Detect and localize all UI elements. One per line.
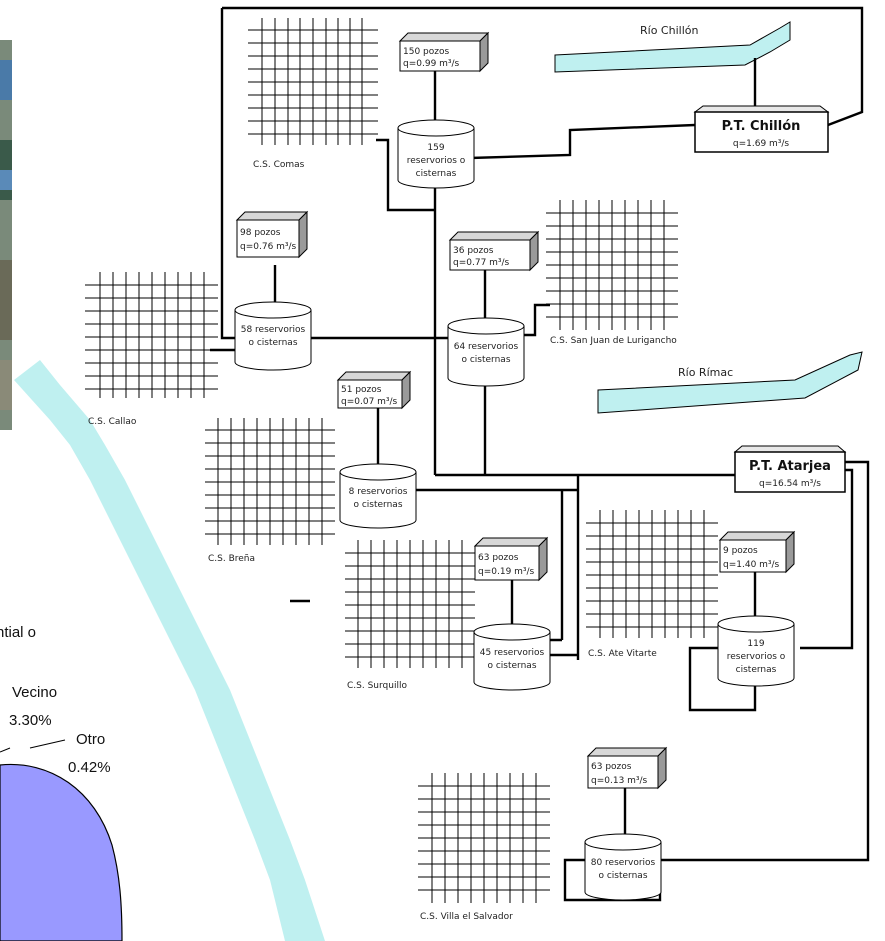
wells-ves-count: 63 pozos (591, 762, 632, 772)
reservoir-ves-line2: o cisternas (598, 871, 647, 881)
wells-callao: 98 pozos q=0.76 m³/s (235, 210, 309, 259)
wells-comas-flow: q=0.99 m³/s (403, 59, 460, 69)
photo-fragment (0, 40, 12, 430)
grid-sjl (546, 200, 678, 330)
river-rimac-label: Río Rímac (678, 366, 733, 379)
reservoir-ves-line1: 80 reservorios (591, 858, 656, 868)
plant-atarjea: P.T. Atarjea q=16.54 m³/s (733, 445, 847, 493)
pie-fragment: ntial o Vecino 3.30% Otro 0.42% (0, 624, 123, 941)
reservoir-brena-line1: 8 reservorios (349, 487, 408, 497)
wells-brena: 51 pozos q=0.07 m³/s (336, 370, 412, 410)
wells-ate-count: 9 pozos (723, 546, 758, 556)
reservoir-sjl-line1: 64 reservorios (454, 342, 519, 352)
plant-chillon-flow: q=1.69 m³/s (733, 139, 790, 149)
district-label-ate: C.S. Ate Vitarte (588, 649, 657, 659)
coastline-sea (14, 360, 325, 941)
reservoir-ate-line3: cisternas (736, 665, 777, 675)
river-rimac (597, 351, 863, 414)
grid-brena (205, 418, 335, 545)
wells-comas: 150 pozos q=0.99 m³/s (398, 31, 490, 73)
reservoir-surquillo-line2: o cisternas (487, 661, 536, 671)
wells-brena-flow: q=0.07 m³/s (341, 397, 398, 407)
reservoir-brena: 8 reservorios o cisternas (339, 463, 417, 529)
district-label-ves: C.S. Villa el Salvador (420, 912, 513, 922)
pie-otro-value: 0.42% (68, 759, 111, 776)
reservoir-comas-line2: reservorios o (407, 156, 466, 166)
reservoir-callao: 58 reservorios o cisternas (234, 301, 312, 371)
wells-ate: 9 pozos q=1.40 m³/s (718, 530, 796, 574)
pie-vecino-label: Vecino (12, 684, 57, 701)
reservoir-callao-line1: 58 reservorios (241, 325, 306, 335)
reservoir-surquillo: 45 reservorios o cisternas (473, 623, 551, 691)
river-chillon-label: Río Chillón (640, 24, 698, 37)
wells-callao-flow: q=0.76 m³/s (240, 242, 297, 252)
grid-comas (248, 18, 378, 145)
wells-ate-flow: q=1.40 m³/s (723, 560, 780, 570)
district-label-sjl: C.S. San Juan de Lurigancho (550, 336, 677, 346)
reservoir-ate-line2: reservorios o (727, 652, 786, 662)
district-label-brena: C.S. Breña (208, 554, 255, 564)
pie-partial-label: ntial o (0, 624, 36, 641)
wells-surquillo-flow: q=0.19 m³/s (478, 567, 535, 577)
reservoir-comas-line3: cisternas (416, 169, 457, 179)
plant-atarjea-flow: q=16.54 m³/s (759, 479, 821, 489)
reservoir-ves: 80 reservorios o cisternas (584, 833, 662, 901)
reservoir-comas: 159 reservorios o cisternas (397, 119, 475, 189)
wells-sjl-count: 36 pozos (453, 246, 494, 256)
wells-sjl-flow: q=0.77 m³/s (453, 258, 510, 268)
wells-sjl: 36 pozos q=0.77 m³/s (448, 230, 540, 272)
plant-chillon: P.T. Chillón q=1.69 m³/s (693, 105, 830, 153)
wells-brena-count: 51 pozos (341, 385, 382, 395)
grid-surquillo (345, 540, 475, 668)
wells-comas-count: 150 pozos (403, 47, 449, 57)
pipe-network (210, 6, 870, 902)
grid-ate (586, 510, 718, 638)
reservoir-sjl-line2: o cisternas (461, 355, 510, 365)
district-label-surquillo: C.S. Surquillo (347, 681, 407, 691)
reservoir-ate: 119 reservorios o cisternas (717, 615, 795, 687)
reservoir-surquillo-line1: 45 reservorios (480, 648, 545, 658)
pie-leader-otro (29, 739, 66, 749)
grid-callao (85, 272, 218, 398)
plant-atarjea-name: P.T. Atarjea (749, 459, 831, 474)
pie-leader-vecino (0, 747, 11, 753)
wells-surquillo: 63 pozos q=0.19 m³/s (473, 536, 549, 582)
district-label-comas: C.S. Comas (253, 160, 305, 170)
reservoir-comas-line1: 159 (427, 143, 444, 153)
pie-vecino-value: 3.30% (9, 712, 52, 729)
wells-callao-count: 98 pozos (240, 228, 281, 238)
grid-ves (418, 773, 550, 903)
river-chillon (554, 21, 791, 73)
pie-slice (0, 763, 123, 941)
reservoir-brena-line2: o cisternas (353, 500, 402, 510)
wells-ves-flow: q=0.13 m³/s (591, 776, 648, 786)
reservoir-callao-line2: o cisternas (248, 338, 297, 348)
wells-ves: 63 pozos q=0.13 m³/s (586, 746, 668, 790)
reservoir-sjl: 64 reservorios o cisternas (447, 317, 525, 387)
district-label-callao: C.S. Callao (88, 417, 137, 427)
pie-otro-label: Otro (76, 731, 105, 748)
plant-chillon-name: P.T. Chillón (722, 119, 801, 134)
wells-surquillo-count: 63 pozos (478, 553, 519, 563)
reservoir-ate-line1: 119 (747, 639, 764, 649)
